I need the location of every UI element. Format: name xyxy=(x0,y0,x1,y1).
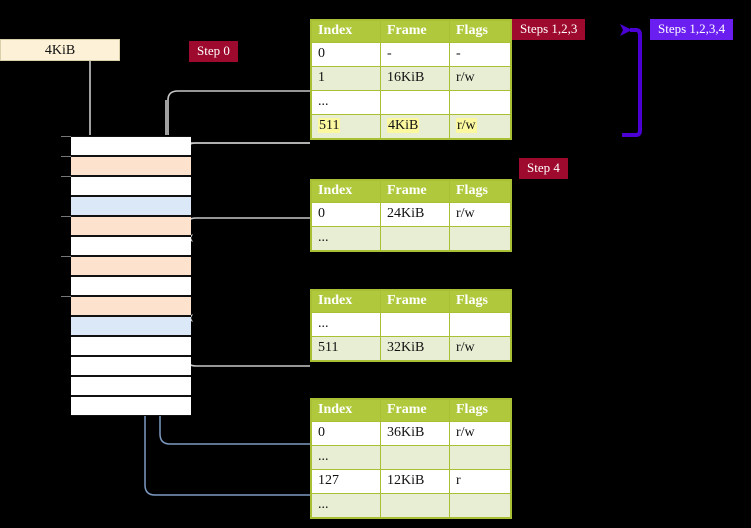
column-header-frame: Frame xyxy=(380,19,450,43)
table-cell xyxy=(380,226,450,252)
memory-row-tick xyxy=(61,296,71,297)
table-cell: - xyxy=(449,42,512,67)
table-cell: 12KiB xyxy=(380,469,450,494)
column-header-index: Index xyxy=(310,289,381,313)
memory-frame-row xyxy=(71,296,191,316)
memory-row-tick xyxy=(61,216,71,217)
table-cell: ... xyxy=(310,445,381,470)
table-row: ... xyxy=(310,90,512,115)
memory-frame-row xyxy=(71,256,191,276)
memory-frame-row xyxy=(71,216,191,236)
kib-label-text: 4KiB xyxy=(44,43,76,58)
column-header-flags: Flags xyxy=(449,289,512,313)
column-header-frame: Frame xyxy=(380,179,450,203)
highlighted-value: r/w xyxy=(456,118,477,133)
table-cell xyxy=(449,493,512,519)
memory-row-tick xyxy=(61,136,71,137)
memory-frame-row xyxy=(71,196,191,216)
highlighted-value: 4KiB xyxy=(387,118,420,133)
column-header-frame: Frame xyxy=(380,398,450,422)
table-cell: r/w xyxy=(449,336,512,362)
table-cell: r/w xyxy=(449,421,512,446)
table-cell: 511 xyxy=(310,336,381,362)
table-cell: 36KiB xyxy=(380,421,450,446)
table-cell: 127 xyxy=(310,469,381,494)
memory-frame-row xyxy=(71,376,191,396)
table-row: 511 4KiB r/w xyxy=(310,114,512,140)
table-cell: 0 xyxy=(310,202,381,227)
memory-row-tick xyxy=(61,156,71,157)
kib-label-box: 4KiB xyxy=(0,39,120,61)
table-cell: 511 xyxy=(310,114,381,140)
table-cell xyxy=(449,90,512,115)
column-header-flags: Flags xyxy=(449,398,512,422)
memory-frame-row xyxy=(71,316,191,336)
table-cell: ... xyxy=(310,226,381,252)
memory-frame-row xyxy=(71,396,191,416)
table-row: ... xyxy=(310,493,512,519)
table-row: 0-- xyxy=(310,42,512,67)
table-row: ... xyxy=(310,445,512,470)
column-header-index: Index xyxy=(310,398,381,422)
column-header-flags: Flags xyxy=(449,179,512,203)
table-cell xyxy=(380,445,450,470)
table-cell: 4KiB xyxy=(380,114,450,140)
table-cell: r/w xyxy=(449,114,512,140)
table-cell: ... xyxy=(310,90,381,115)
table-cell: ... xyxy=(310,312,381,337)
badge-steps-1234: Steps 1,2,3,4 xyxy=(650,19,734,40)
physical-memory-column xyxy=(61,135,191,416)
table-cell: 1 xyxy=(310,66,381,91)
table-cell: 0 xyxy=(310,421,381,446)
table-cell xyxy=(380,90,450,115)
memory-frame-row xyxy=(71,356,191,376)
table-cell: r/w xyxy=(449,202,512,227)
table-cell xyxy=(380,312,450,337)
memory-frame-row xyxy=(71,276,191,296)
table-cell: 0 xyxy=(310,42,381,67)
table-row: ... xyxy=(310,312,512,337)
column-header-flags: Flags xyxy=(449,19,512,43)
memory-frame-row xyxy=(71,176,191,196)
table-cell xyxy=(449,226,512,252)
table-cell xyxy=(380,493,450,519)
column-header-index: Index xyxy=(310,179,381,203)
memory-frame-row xyxy=(71,236,191,256)
table-cell: ... xyxy=(310,493,381,519)
table-cell: - xyxy=(380,42,450,67)
table-cell: r xyxy=(449,469,512,494)
table-cell: 24KiB xyxy=(380,202,450,227)
table-cell: 32KiB xyxy=(380,336,450,362)
memory-row-tick xyxy=(61,256,71,257)
memory-row-tick xyxy=(61,176,71,177)
table-cell xyxy=(449,445,512,470)
table-cell: 16KiB xyxy=(380,66,450,91)
table-row: ... xyxy=(310,226,512,252)
column-header-frame: Frame xyxy=(380,289,450,313)
badge-step-0: Step 0 xyxy=(189,41,238,62)
memory-frame-row xyxy=(71,336,191,356)
memory-frame-row xyxy=(71,156,191,176)
badge-steps-123: Steps 1,2,3 xyxy=(512,19,586,40)
table-cell: r/w xyxy=(449,66,512,91)
table-cell xyxy=(449,312,512,337)
badge-step-4: Step 4 xyxy=(519,158,568,179)
column-header-index: Index xyxy=(310,19,381,43)
memory-frame-row xyxy=(71,136,191,156)
highlighted-value: 511 xyxy=(318,118,341,133)
